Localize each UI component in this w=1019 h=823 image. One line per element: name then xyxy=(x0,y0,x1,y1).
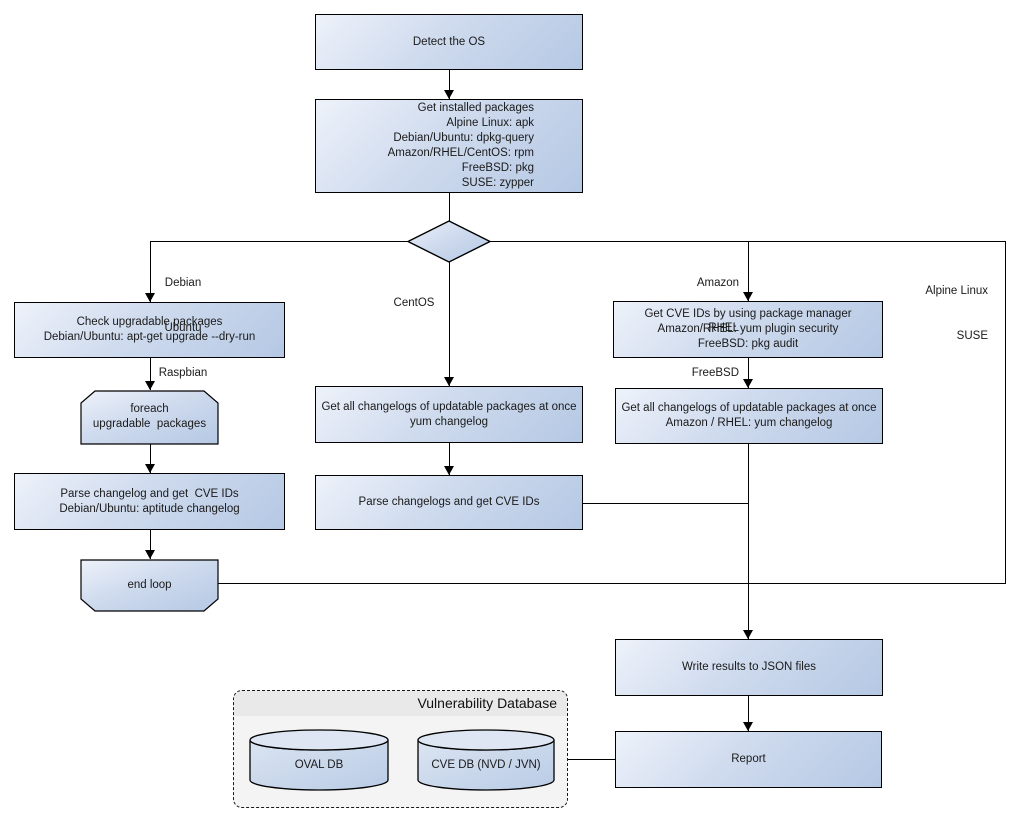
node-line: upgradable packages xyxy=(92,418,207,430)
node-line: yum changelog xyxy=(410,415,488,428)
cylinder-label: CVE DB (NVD / JVN) xyxy=(431,759,541,771)
connector-changelogs-to-parse-centos xyxy=(449,443,450,475)
connector-check-to-foreach xyxy=(150,358,151,390)
arrowhead-to-report xyxy=(743,722,753,731)
arrowhead-to-parse-deb xyxy=(145,464,155,473)
connector-centos-branch xyxy=(449,261,450,386)
arrowhead-to-cveids xyxy=(743,292,753,301)
node-parse-changelog-deb: Parse changelog and get CVE IDs Debian/U… xyxy=(14,473,285,530)
node-detect-os: Detect the OS xyxy=(315,14,583,70)
node-end-loop: end loop xyxy=(80,559,219,612)
connector-write-to-report xyxy=(748,696,749,731)
arrowhead-to-foreach xyxy=(145,381,155,390)
node-line: Debian/Ubuntu: apt-get upgrade --dry-run xyxy=(43,331,256,343)
connector-debian-branch xyxy=(150,241,151,302)
vulnerability-database-container: Vulnerability Database OVAL DB CVE DB (N… xyxy=(233,690,568,808)
connector-cveids-to-changelogs xyxy=(748,358,749,388)
arrowhead-to-changelogs-amazon xyxy=(743,379,753,388)
vulnerability-database-title: Vulnerability Database xyxy=(234,691,567,716)
arrowhead-to-changelogs-centos xyxy=(444,377,454,386)
node-foreach-loop: foreach upgradable packages xyxy=(80,390,219,445)
node-get-changelogs-centos: Get all changelogs of updatable packages… xyxy=(315,386,583,443)
connector-decision-right xyxy=(488,241,1005,242)
os-decision-diamond xyxy=(406,220,492,263)
arrowhead-to-installed xyxy=(444,90,454,99)
node-check-upgradable: Check upgradable packages Debian/Ubuntu:… xyxy=(14,302,285,358)
node-label: Report xyxy=(731,753,766,765)
connector-amazon-branch xyxy=(748,241,749,301)
branch-label-line: Raspbian xyxy=(158,367,208,379)
cylinder-label: OVAL DB xyxy=(294,759,344,771)
node-report: Report xyxy=(615,731,882,788)
node-get-changelogs-amazon: Get all changelogs of updatable packages… xyxy=(615,388,883,444)
branch-label-line: RHEL xyxy=(708,322,739,334)
node-line: Check upgradable packages xyxy=(76,316,223,328)
node-parse-changelogs-centos: Parse changelogs and get CVE IDs xyxy=(315,475,583,530)
node-line: Amazon/RHEL: yum plugin security xyxy=(657,323,839,335)
branch-label-alpine: Alpine Linux SUSE xyxy=(880,254,988,374)
connector-endloop-merge xyxy=(218,583,1006,584)
arrowhead-to-write-json xyxy=(743,630,753,639)
branch-label-line: CentOS xyxy=(393,297,435,309)
connector-installed-to-decision xyxy=(449,193,450,221)
connector-db-to-report xyxy=(568,759,615,760)
node-line: Get CVE IDs by using package manager xyxy=(644,308,852,320)
cylinder-cve-db: CVE DB (NVD / JVN) xyxy=(417,728,555,792)
node-label: Detect the OS xyxy=(412,35,486,48)
loop-begin-shape xyxy=(80,390,219,445)
node-write-json: Write results to JSON files xyxy=(615,639,883,696)
node-line: foreach xyxy=(130,403,169,415)
node-line: Debian/Ubuntu: aptitude changelog xyxy=(59,502,240,515)
connector-parse-to-endloop xyxy=(150,530,151,559)
branch-label-line: SUSE xyxy=(956,330,988,342)
branch-label-line: Ubuntu xyxy=(164,322,202,334)
node-line: Get installed packages xyxy=(417,102,534,114)
database-cylinder-shape xyxy=(417,729,555,791)
arrowhead-to-parse-centos xyxy=(444,466,454,475)
node-line: Debian/Ubuntu: dpkg-query xyxy=(393,132,534,144)
node-label-group: end loop xyxy=(80,578,219,593)
node-get-cve-ids-pkg-mgr: Get CVE IDs by using package manager Ama… xyxy=(613,301,883,358)
node-line: Amazon / RHEL: yum changelog xyxy=(665,417,833,429)
branch-label-line: Debian xyxy=(164,277,202,289)
node-get-installed-packages: Get installed packages Alpine Linux: apk… xyxy=(315,99,583,193)
branch-label-debian: Debian Ubuntu Raspbian xyxy=(152,246,214,411)
connector-merge-to-write xyxy=(748,444,749,639)
connector-foreach-to-parse xyxy=(150,444,151,473)
cylinder-oval-db: OVAL DB xyxy=(249,728,389,792)
connector-alpine-branch xyxy=(1005,241,1006,584)
branch-label-line: FreeBSD xyxy=(691,367,739,379)
node-line: SUSE: zypper xyxy=(461,177,534,189)
node-line: Get all changelogs of updatable packages… xyxy=(621,402,877,414)
branch-label-line: Alpine Linux xyxy=(925,285,988,297)
branch-label-centos: CentOS xyxy=(385,266,443,341)
branch-label-amazon: Amazon RHEL FreeBSD xyxy=(650,246,739,411)
node-line: FreeBSD: pkg xyxy=(461,162,534,174)
arrowhead-to-check xyxy=(145,293,155,302)
node-label: Parse changelogs and get CVE IDs xyxy=(358,496,540,508)
connector-detect-to-installed xyxy=(449,70,450,100)
node-line: Parse changelog and get CVE IDs xyxy=(60,487,239,500)
branch-label-line: Amazon xyxy=(696,277,739,289)
node-label: Write results to JSON files xyxy=(682,661,816,673)
connector-decision-left xyxy=(150,241,408,242)
connector-parse-centos-merge xyxy=(583,503,748,504)
node-line: FreeBSD: pkg audit xyxy=(697,338,799,350)
node-label: end loop xyxy=(127,579,172,591)
arrowhead-to-endloop xyxy=(145,550,155,559)
node-line: Get all changelogs of updatable packages… xyxy=(321,400,577,413)
node-line: Amazon/RHEL/CentOS: rpm xyxy=(387,147,534,159)
database-cylinder-shape xyxy=(249,729,389,791)
loop-end-shape xyxy=(80,559,219,612)
node-line: Alpine Linux: apk xyxy=(446,117,534,129)
node-label-group: foreach upgradable packages xyxy=(80,402,219,432)
